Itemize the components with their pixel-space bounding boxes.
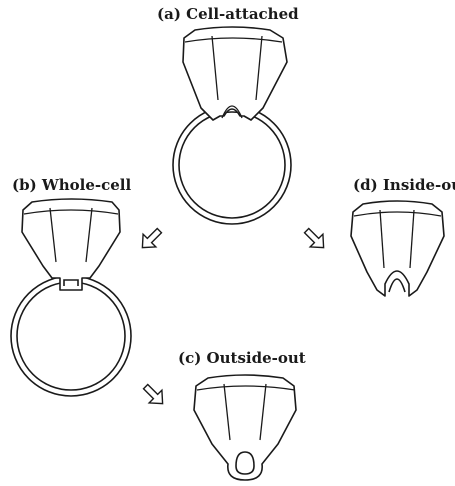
cell-attached-figure (173, 27, 291, 224)
whole-cell-figure (11, 199, 131, 396)
outside-out-figure (194, 375, 296, 480)
arrow-to-inside-out (300, 224, 330, 254)
whole-cell-cell-inner (17, 282, 125, 390)
arrow-to-outside-out (139, 380, 169, 410)
cell-attached-cell-inner (179, 112, 285, 218)
inside-out-figure (351, 201, 444, 296)
arrow-to-whole-cell (136, 224, 166, 254)
